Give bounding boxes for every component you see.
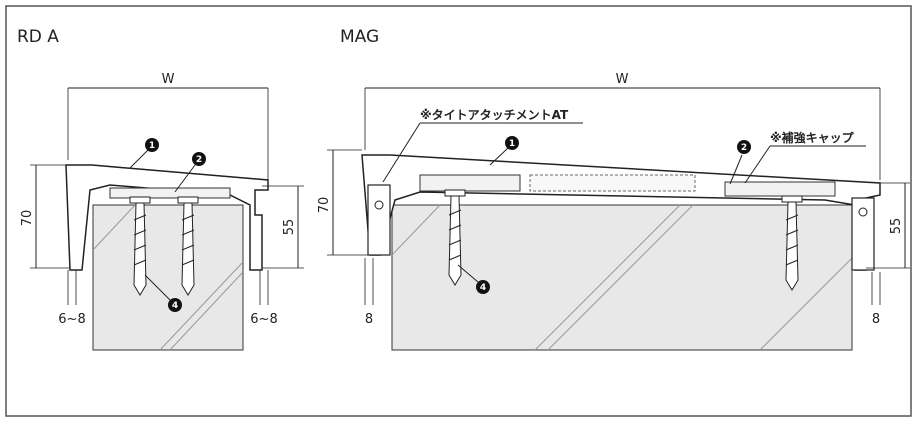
mag-callout-1 bbox=[505, 136, 519, 150]
mag-width-label: W bbox=[616, 72, 629, 87]
rd-a-callout-4 bbox=[168, 298, 182, 312]
mag-joint bbox=[529, 174, 696, 192]
rd-a-bracket bbox=[109, 187, 231, 199]
rd-a-height-left: 70 bbox=[20, 210, 35, 227]
rd-a-width-label: W bbox=[162, 72, 175, 87]
svg-text:2: 2 bbox=[741, 143, 747, 153]
mag-callout-2 bbox=[737, 140, 751, 154]
mag-height-left: 70 bbox=[317, 197, 332, 214]
svg-text:4: 4 bbox=[172, 301, 178, 311]
rd-a-title: RD A bbox=[17, 27, 59, 47]
mag-wall bbox=[391, 204, 853, 351]
outer-frame bbox=[5, 5, 912, 417]
mag-gap-left: 8 bbox=[365, 312, 373, 327]
rd-a-anchors bbox=[129, 196, 199, 296]
rd-a-wall bbox=[92, 204, 244, 351]
mag-callout-4 bbox=[476, 280, 490, 294]
rd-a-callout-2 bbox=[192, 152, 206, 166]
mag-height-right: 55 bbox=[889, 218, 904, 235]
mag-clip-left bbox=[367, 184, 391, 256]
mag-section: MAG W bbox=[317, 27, 910, 351]
rd-a-gap-left: 6~8 bbox=[58, 312, 85, 327]
svg-text:2: 2 bbox=[196, 155, 202, 165]
mag-note-attachment: ※タイトアタッチメントAT bbox=[420, 108, 569, 122]
rd-a-section: RD A W 70 55 bbox=[17, 27, 304, 351]
svg-text:1: 1 bbox=[149, 141, 155, 151]
mag-bracket-right bbox=[724, 181, 836, 197]
mag-note-cap: ※補強キャップ bbox=[770, 130, 855, 145]
svg-text:1: 1 bbox=[509, 139, 515, 149]
rd-a-height-right: 55 bbox=[282, 219, 297, 236]
rd-a-callout-1 bbox=[145, 138, 159, 152]
mag-clip-right bbox=[851, 197, 875, 271]
rd-a-gap-right-label: 6~8 bbox=[250, 312, 277, 327]
mag-anchors bbox=[444, 189, 803, 291]
svg-text:4: 4 bbox=[480, 283, 486, 293]
mag-title: MAG bbox=[340, 27, 379, 47]
mag-gap-right: 8 bbox=[872, 312, 880, 327]
mag-bracket-left bbox=[419, 174, 521, 192]
